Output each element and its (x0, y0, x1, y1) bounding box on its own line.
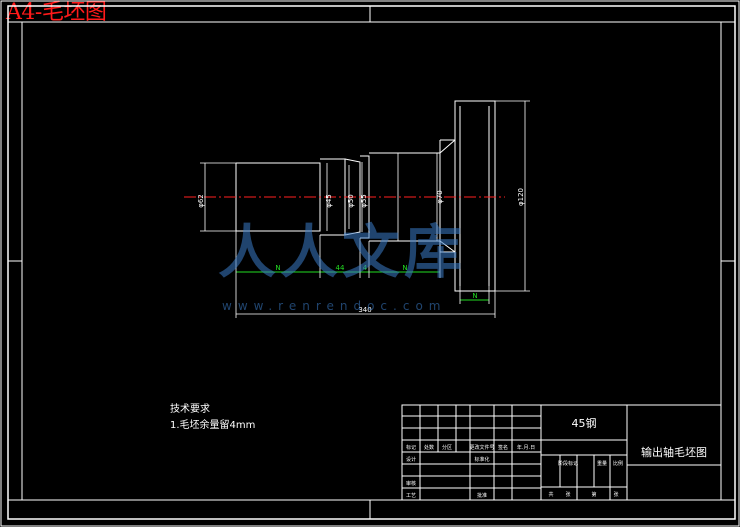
sheet-title: A4-毛坯图 (6, 0, 107, 25)
tb-row-label-0: 标记 (406, 444, 416, 451)
centering-marks (8, 6, 735, 519)
len-label-4: N (402, 264, 407, 272)
length-dimension-lines (236, 271, 489, 301)
tb-design: 设计 (406, 456, 416, 463)
length-labels: N 44 4 N N (275, 264, 477, 300)
tb-row-label-1: 处数 (424, 444, 434, 451)
title-block-grid (401, 404, 722, 501)
diam-label-1: φ62 (197, 194, 205, 208)
diam-label-5: φ70 (436, 190, 444, 204)
tb-row-label-4: 签名 (498, 444, 508, 451)
tb-sheet-unit: 张 (613, 491, 618, 498)
tb-row-label-2: 分区 (442, 444, 452, 451)
diam-label-4: φ55 (360, 194, 368, 208)
notes-item-1: 1.毛坯余量留4mm (170, 420, 256, 431)
len-label-5: N (472, 292, 477, 300)
total-length-label: 340 (358, 306, 371, 314)
title-block-text: 45钢 输出轴毛坯图 标记 处数 分区 更改文件号 签名 年.月.日 设计 标准… (406, 417, 707, 499)
tb-sheet-total: 共 (548, 491, 553, 498)
watermark-chars: 人人文库 (218, 218, 466, 286)
watermark-url: www.renrendoc.com (222, 299, 446, 313)
drawing-frame (7, 5, 736, 520)
tb-weight: 重量 (597, 460, 607, 467)
tb-approve: 批准 (477, 492, 487, 499)
len-label-3: 4 (363, 264, 368, 272)
diameter-dimension-lines (200, 100, 530, 292)
diameter-labels: φ62 φ45 φ50 φ55 φ70 φ120 (197, 188, 525, 208)
len-label-1: N (275, 264, 280, 272)
notes-heading: 技术要求 (170, 404, 210, 415)
tb-row-label-5: 年.月.日 (517, 444, 535, 451)
tb-scale: 比例 (613, 460, 623, 467)
tb-process: 工艺 (406, 493, 416, 499)
tb-stage: 阶段标记 (558, 460, 578, 467)
tb-sheet-no: 张 (565, 491, 570, 498)
material-label: 45钢 (572, 417, 597, 430)
diam-label-2: φ45 (325, 194, 333, 208)
diam-label-6: φ120 (517, 188, 525, 206)
part-name-label: 输出轴毛坯图 (641, 445, 707, 459)
length-extension-lines (235, 231, 496, 318)
diam-label-3: φ50 (347, 194, 355, 208)
technical-notes: 技术要求 1.毛坯余量留4mm (170, 402, 255, 434)
tb-row-label-3: 更改文件号 (469, 444, 494, 451)
tb-check: 审核 (406, 480, 416, 487)
watermark: 人人文库 www.renrendoc.com (218, 218, 466, 313)
tb-sheet-of: 第 (591, 491, 596, 498)
len-label-2: 44 (336, 264, 345, 272)
tb-standard: 标准化 (474, 456, 489, 463)
